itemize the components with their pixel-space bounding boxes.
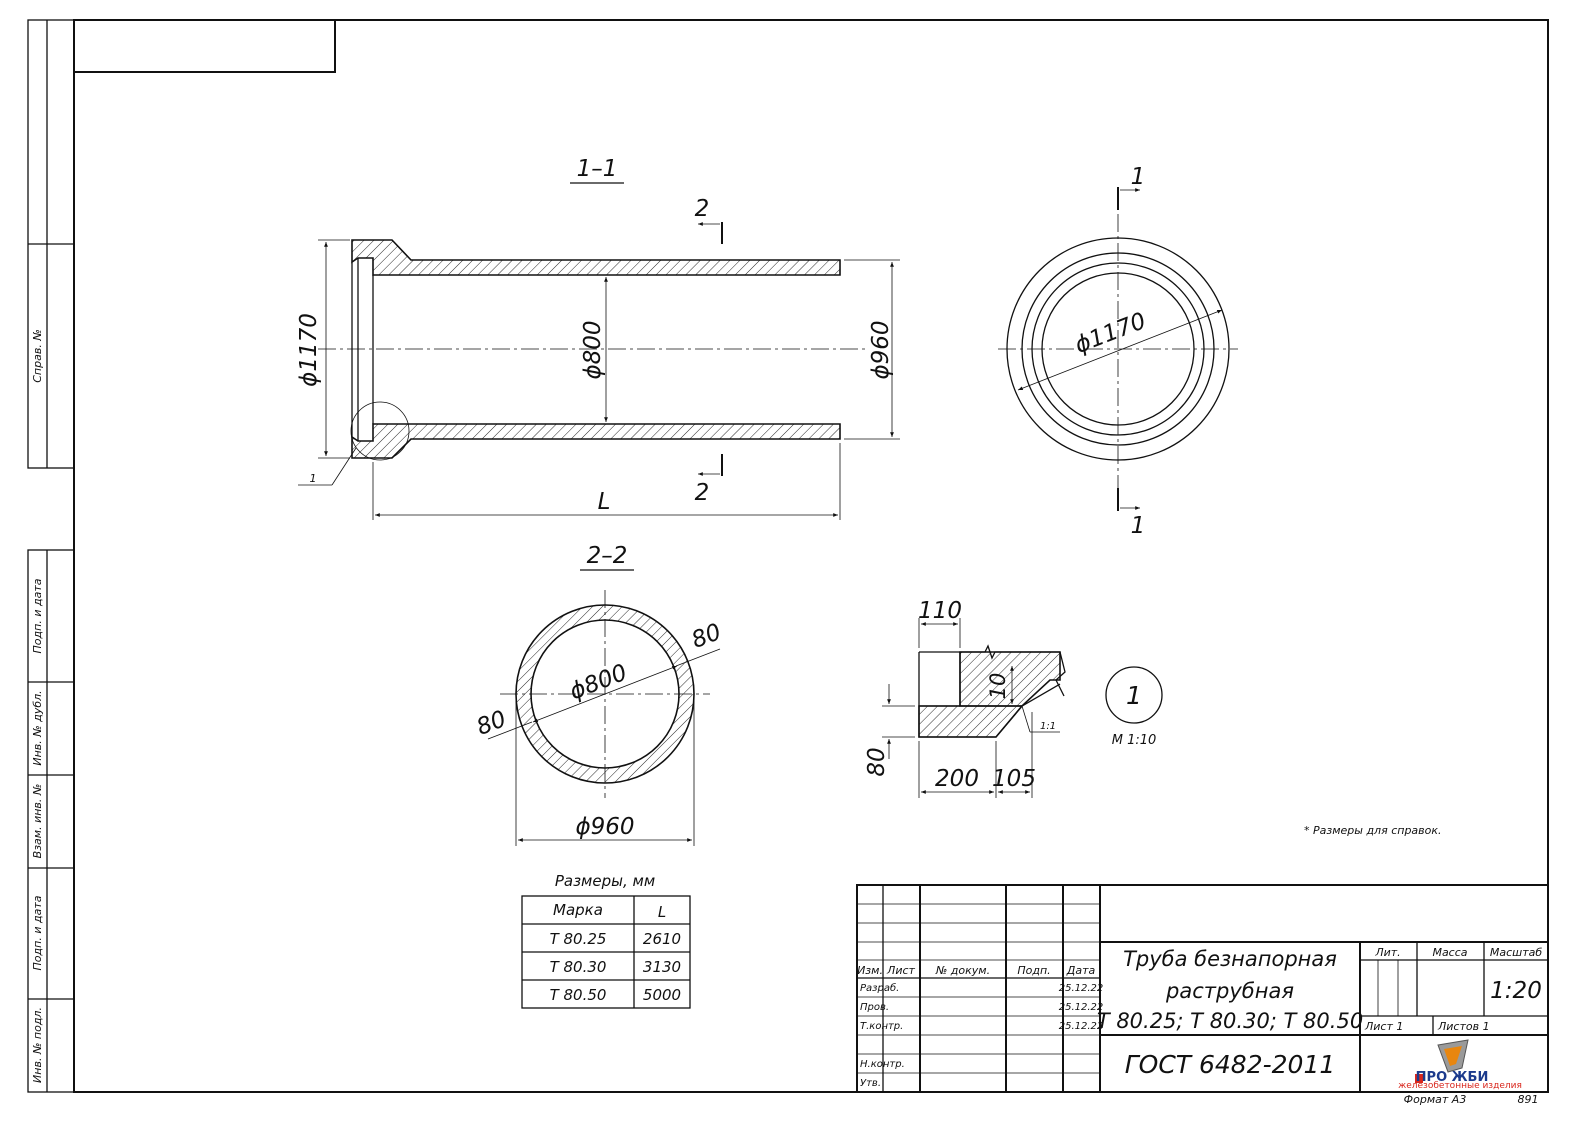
detail-callout-label: 1 [310,472,317,485]
title-block: Изм. Лист № докум. Подп. Дата Разраб. 25… [856,884,1549,1106]
side-frame-labels: Справ. № Подп. и дата Инв. № дубл. Взам.… [31,329,44,1083]
dim-d960-side: ϕ960 [868,320,894,379]
dim-slope: 1:1 [1040,721,1056,732]
logo-subtext: железобетонные изделия [1398,1081,1522,1091]
side-label-inv-podl: Инв. № подл. [31,1007,44,1083]
sizes-row2-l: 3130 [643,958,681,976]
side-label-podp-data-2: Подп. и дата [31,895,44,970]
logo-text: ПРО ЖБИ [1416,1070,1489,1085]
sizes-header-l: L [658,903,666,921]
tb-role-tkontr: Т.контр. [860,1021,903,1032]
tb-sheets-label: Листов 1 [1437,1020,1490,1033]
dim-d1170-end: ϕ1170 [1071,308,1149,359]
dim-d960-section: ϕ960 [575,814,634,840]
tb-header-list: Лист [886,964,915,977]
detail-scale: М 1:10 [1112,733,1157,748]
tb-mass-label: Масса [1432,946,1467,959]
tb-date-tkontr: 25.12.22 [1059,1021,1104,1032]
tb-role-utv: Утв. [860,1078,881,1089]
sizes-row3-l: 5000 [643,986,681,1004]
dim-wall-left: 80 [473,706,510,741]
detail-1-view: 110 10 1:1 80 200 105 1 М 1:10 [864,598,1163,798]
reference-note: * Размеры для справок. [1304,824,1442,837]
tb-date-prov: 25.12.22 [1059,1002,1104,1013]
dim-105: 105 [992,766,1036,792]
cut-mark-1-bottom: 1 [1131,513,1146,539]
side-label-inv-dubl: Инв. № дубл. [31,690,44,765]
dim-200: 200 [935,766,979,792]
dim-d1170-side: ϕ1170 [296,313,322,387]
drawing-frame [27,19,1549,1093]
tb-scale-label: Масштаб [1490,946,1542,959]
tb-role-razrab: Разраб. [860,982,899,994]
tb-header-podp: Подп. [1017,964,1050,977]
side-label-vzam-inv: Взам. инв. № [31,784,44,859]
sizes-row2-mark: Т 80.30 [550,958,607,976]
cut-mark-2-bottom: 2 [695,480,710,506]
end-view: 1 1 ϕ1170 [998,164,1238,539]
cut-mark-2-top: 2 [695,196,710,222]
section-1-1-view: 1–1 ϕ1170 ϕ800 ϕ960 L 2 [296,156,900,520]
dim-10: 10 [986,673,1010,700]
tb-sheet-label: Лист 1 [1364,1020,1403,1033]
detail-label: 1 [1126,681,1142,710]
dim-d800-section: ϕ800 [566,660,630,705]
tb-scale-value: 1:20 [1490,978,1542,1004]
sizes-row3-mark: Т 80.50 [550,986,607,1004]
tb-lit-label: Лит. [1374,946,1400,959]
dim-80-detail: 80 [864,747,890,776]
dim-d800-side: ϕ800 [580,320,606,379]
tb-name-line3: Т 80.25; Т 80.30; Т 80.50 [1097,1009,1363,1033]
tb-role-nkontr: Н.контр. [860,1059,905,1070]
tb-header-dokum: № докум. [935,964,990,977]
sizes-table-caption: Размеры, мм [555,872,655,890]
tb-gost: ГОСТ 6482-2011 [1125,1050,1336,1079]
tb-code: 891 [1518,1093,1539,1106]
sizes-header-mark: Марка [553,901,603,919]
tb-role-prov: Пров. [860,1002,889,1013]
side-label-spravka: Справ. № [31,329,44,383]
dim-110: 110 [918,598,962,624]
dim-wall-right: 80 [688,619,725,654]
sizes-row1-l: 2610 [643,930,681,948]
section-2-2-title: 2–2 [587,543,628,569]
tb-date-razrab: 25.12.22 [1059,983,1104,994]
section-2-2-view: 2–2 ϕ800 ϕ960 80 80 [473,543,725,846]
section-1-1-title: 1–1 [577,156,618,182]
side-label-podp-data: Подп. и дата [31,578,44,653]
tb-format: Формат А3 [1404,1093,1467,1106]
logo: ПРО ЖБИ железобетонные изделия [1398,1039,1522,1091]
tb-name-line2: раструбная [1165,979,1294,1003]
tb-header-data: Дата [1066,964,1096,977]
sizes-row1-mark: Т 80.25 [550,930,607,948]
dim-length-l: L [598,489,611,515]
cut-mark-1-top: 1 [1131,164,1146,190]
sizes-table: Размеры, мм Марка L Т 80.25 2610 Т 80.30… [521,872,691,1009]
tb-header-izm: Изм. [857,964,883,977]
tb-name-line1: Труба безнапорная [1123,947,1337,971]
